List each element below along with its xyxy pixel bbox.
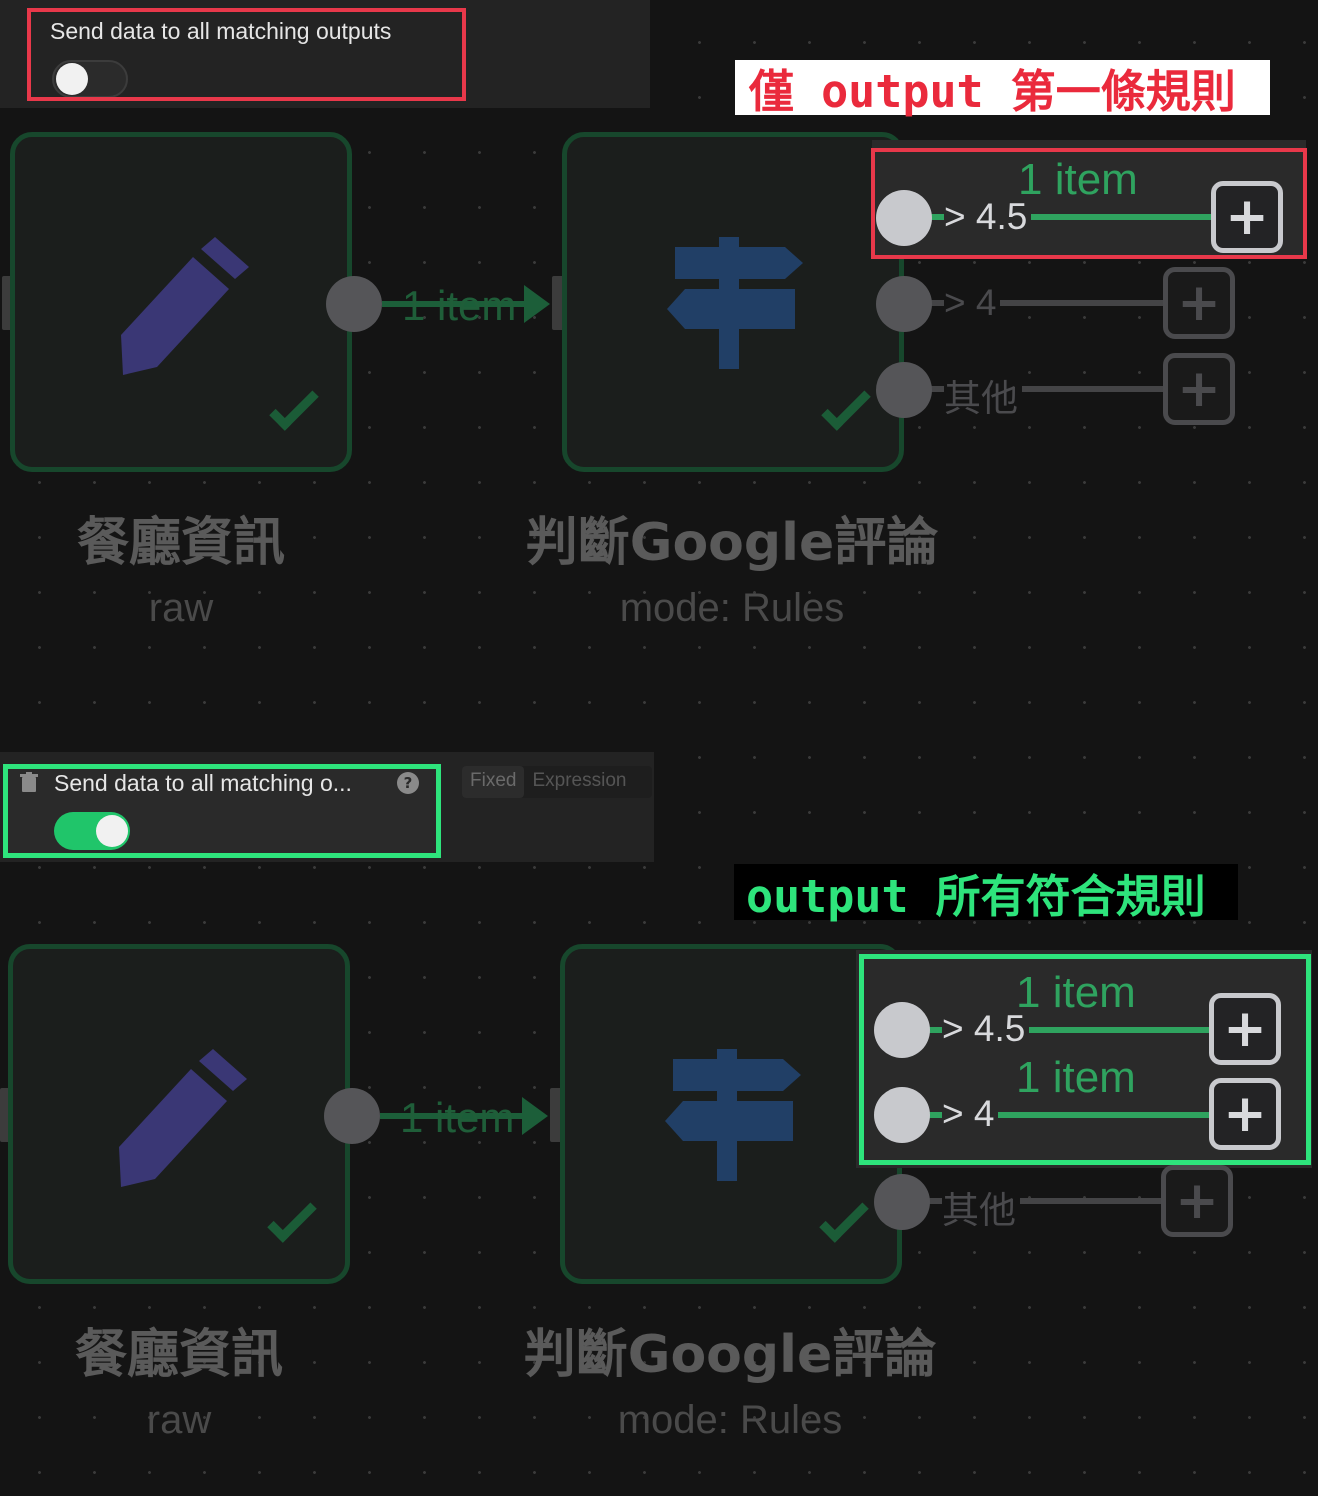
settings-panel-top: Send data to all matching outputs xyxy=(0,0,650,108)
pencil-icon xyxy=(119,1049,247,1187)
node-subtitle: mode: Rules xyxy=(619,586,845,630)
branch-label: > 4 xyxy=(942,1093,999,1135)
branch-output-handle[interactable] xyxy=(874,1087,930,1143)
branch-line[interactable] xyxy=(930,386,1164,392)
branch-line[interactable] xyxy=(928,1198,1162,1204)
svg-text:?: ? xyxy=(404,774,413,792)
tab-expression[interactable]: Expression xyxy=(532,770,627,791)
node-output-handle[interactable] xyxy=(324,1088,380,1144)
signpost-icon xyxy=(667,237,803,369)
branch-output-handle[interactable] xyxy=(876,190,932,246)
connection-arrow xyxy=(522,1097,548,1135)
branch-output-handle[interactable] xyxy=(876,276,932,332)
add-node-button[interactable]: + xyxy=(1161,1165,1233,1237)
add-node-button[interactable]: + xyxy=(1211,181,1283,253)
node-title: 判斷Google評論 xyxy=(525,513,939,573)
branch-label: 其他 xyxy=(942,1180,1020,1234)
check-icon xyxy=(269,381,319,431)
check-icon xyxy=(821,381,871,431)
node-restaurant-info[interactable] xyxy=(8,944,350,1284)
annotation-all-rules: output 所有符合規則 xyxy=(734,864,1238,923)
mode-tabs: Fixed Expression xyxy=(462,766,652,798)
highlight-all-matching-outputs xyxy=(859,954,1311,1165)
connection-line[interactable] xyxy=(380,1113,530,1119)
branch-item-count: 1 item xyxy=(1016,968,1136,1017)
branch-output-handle[interactable] xyxy=(874,1174,930,1230)
highlight-first-rule-output xyxy=(871,148,1307,259)
node-title: 餐廳資訊 xyxy=(74,1325,283,1385)
tab-fixed[interactable]: Fixed xyxy=(462,766,525,798)
node-switch-google-review[interactable] xyxy=(562,132,904,472)
check-icon xyxy=(819,1193,869,1243)
highlight-setting-on xyxy=(3,764,441,858)
pencil-icon xyxy=(121,237,249,375)
branch-line[interactable] xyxy=(928,1027,1210,1033)
node-title: 判斷Google評論 xyxy=(523,1325,937,1385)
node-output-handle[interactable] xyxy=(326,276,382,332)
highlight-setting-off xyxy=(27,8,466,101)
connection-arrow xyxy=(524,285,550,323)
trash-icon[interactable] xyxy=(20,772,38,792)
add-node-button[interactable]: + xyxy=(1163,353,1235,425)
branch-label: 其他 xyxy=(944,368,1022,422)
branch-line[interactable] xyxy=(928,1112,1210,1118)
help-icon[interactable]: ? xyxy=(396,771,420,795)
node-subtitle: mode: Rules xyxy=(617,1398,843,1442)
add-node-button[interactable]: + xyxy=(1209,1078,1281,1150)
branch-line[interactable] xyxy=(930,300,1164,306)
branch-item-count: 1 item xyxy=(1018,155,1138,204)
add-node-button[interactable]: + xyxy=(1163,267,1235,339)
connection-item-count: 1 item xyxy=(400,1094,515,1141)
send-all-outputs-toggle[interactable] xyxy=(54,812,130,850)
connection-line[interactable] xyxy=(382,301,532,307)
add-node-button[interactable]: + xyxy=(1209,993,1281,1065)
send-all-outputs-label: Send data to all matching o... xyxy=(54,770,352,796)
node-subtitle: raw xyxy=(148,586,214,630)
signpost-icon xyxy=(665,1049,801,1181)
check-icon xyxy=(267,1193,317,1243)
connection-item-count: 1 item xyxy=(402,282,517,329)
branch-output-handle[interactable] xyxy=(876,362,932,418)
node-restaurant-info[interactable] xyxy=(10,132,352,472)
branch-output-handle[interactable] xyxy=(874,1002,930,1058)
branch-label: > 4.5 xyxy=(944,196,1032,238)
annotation-first-rule: 僅 output 第一條規則 xyxy=(735,60,1270,118)
branch-label: > 4 xyxy=(944,282,1001,324)
toggle-knob xyxy=(96,815,128,847)
toggle-knob xyxy=(56,63,88,95)
node-title: 餐廳資訊 xyxy=(76,513,285,573)
node-subtitle: raw xyxy=(146,1398,212,1442)
node-switch-google-review[interactable] xyxy=(560,944,902,1284)
branch-label: > 4.5 xyxy=(942,1008,1030,1050)
send-all-outputs-label: Send data to all matching outputs xyxy=(50,18,392,44)
branch-line[interactable] xyxy=(930,214,1212,220)
branch-item-count: 1 item xyxy=(1016,1053,1136,1102)
